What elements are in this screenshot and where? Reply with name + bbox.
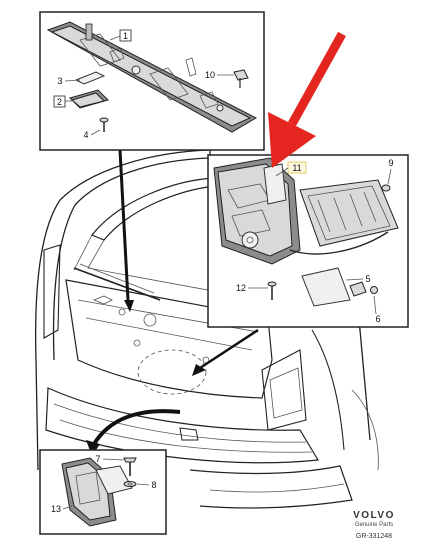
callout-3: 3 [57,76,62,86]
callout-11: 11 [292,163,301,173]
red-arrow-icon [268,31,346,168]
brand-name: VOLVO [353,510,395,521]
callout-7: 7 [95,454,100,464]
lock-inset-callouts: 11 9 12 5 6 [236,158,394,324]
callout-1-box [119,29,132,42]
diagram-code: GR-331248 [356,533,392,540]
leader-lines [86,149,259,456]
handle-inset-callouts: 1 3 2 4 10 [53,29,234,140]
callout-4: 4 [83,130,88,140]
brand-block: VOLVO Genuine Parts GR-331248 [353,510,395,540]
latch-inset-callouts: 7 8 13 [51,454,157,514]
vehicle-rear-outline [35,149,379,509]
callout-10: 10 [205,70,215,80]
callout-6: 6 [375,314,380,324]
handle-assembly-inset [39,11,265,151]
callout-2-box [53,95,66,108]
callout-5: 5 [365,274,370,284]
callout-9: 9 [388,158,393,168]
latch-inset [39,449,167,535]
callout-12: 12 [236,283,246,293]
callout-11-highlight [287,161,307,174]
callout-13: 13 [51,504,61,514]
callout-8: 8 [151,480,156,490]
callout-2: 2 [57,97,62,107]
lock-mechanism-inset [207,154,409,328]
brand-subtitle: Genuine Parts [355,522,393,528]
callout-1: 1 [123,31,128,41]
